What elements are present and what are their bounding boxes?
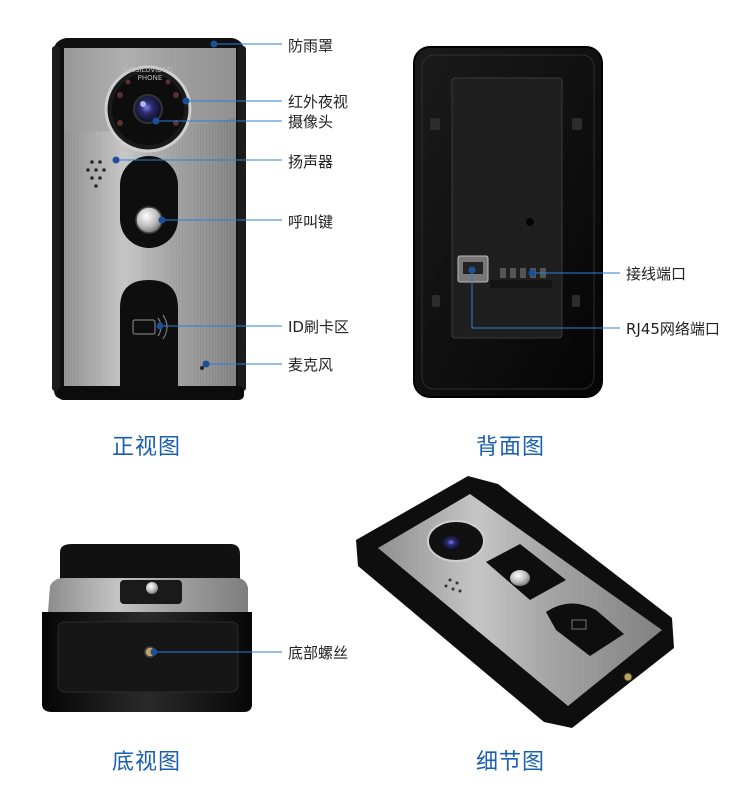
label-camera: 摄像头 — [288, 113, 334, 131]
label-id-card-area: ID刷卡区 — [288, 318, 349, 336]
caption-detail-view: 细节图 — [476, 750, 546, 775]
caption-front-view: 正视图 — [112, 435, 182, 460]
caption-bottom-view: 底视图 — [112, 750, 182, 775]
label-rain-cover: 防雨罩 — [288, 37, 334, 55]
label-wiring-port: 接线端口 — [626, 265, 687, 283]
label-rj45-port: RJ45网络端口 — [626, 320, 720, 338]
lens-ring-text: XINSILUVIDEO · PHONE — [123, 66, 177, 82]
detail-view — [356, 476, 674, 728]
caption-back-view: 背面图 — [476, 435, 546, 460]
label-speaker: 扬声器 — [288, 153, 334, 171]
label-bottom-screw: 底部螺丝 — [288, 644, 349, 662]
label-ir-night-vision: 红外夜视 — [288, 93, 349, 111]
bottom-view — [42, 544, 252, 712]
back-view — [413, 46, 603, 398]
back-callouts — [468, 266, 620, 329]
bottom-callouts — [150, 648, 282, 656]
label-microphone: 麦克风 — [288, 356, 334, 374]
front-callouts — [112, 40, 282, 368]
front-view — [52, 38, 246, 400]
label-call-button: 呼叫键 — [288, 213, 334, 231]
